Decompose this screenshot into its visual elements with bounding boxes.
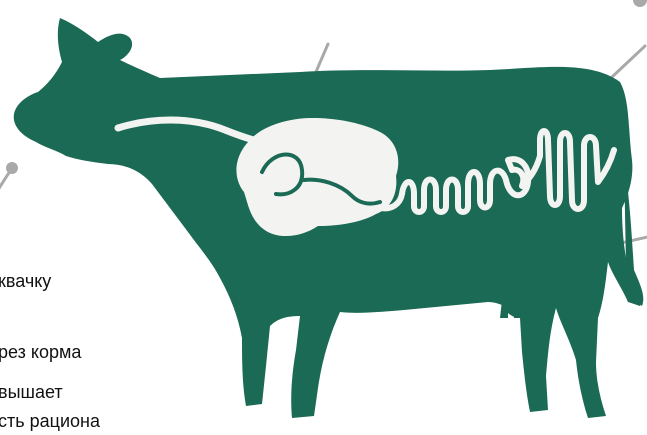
label-increases: вышает [0,383,63,401]
label-chewing: квачку [0,272,51,290]
callout-dot-mouth [6,162,18,174]
label-ration: сть рациона [0,412,100,430]
callout-dot-top [633,0,647,7]
label-feed: рез корма [0,343,81,361]
